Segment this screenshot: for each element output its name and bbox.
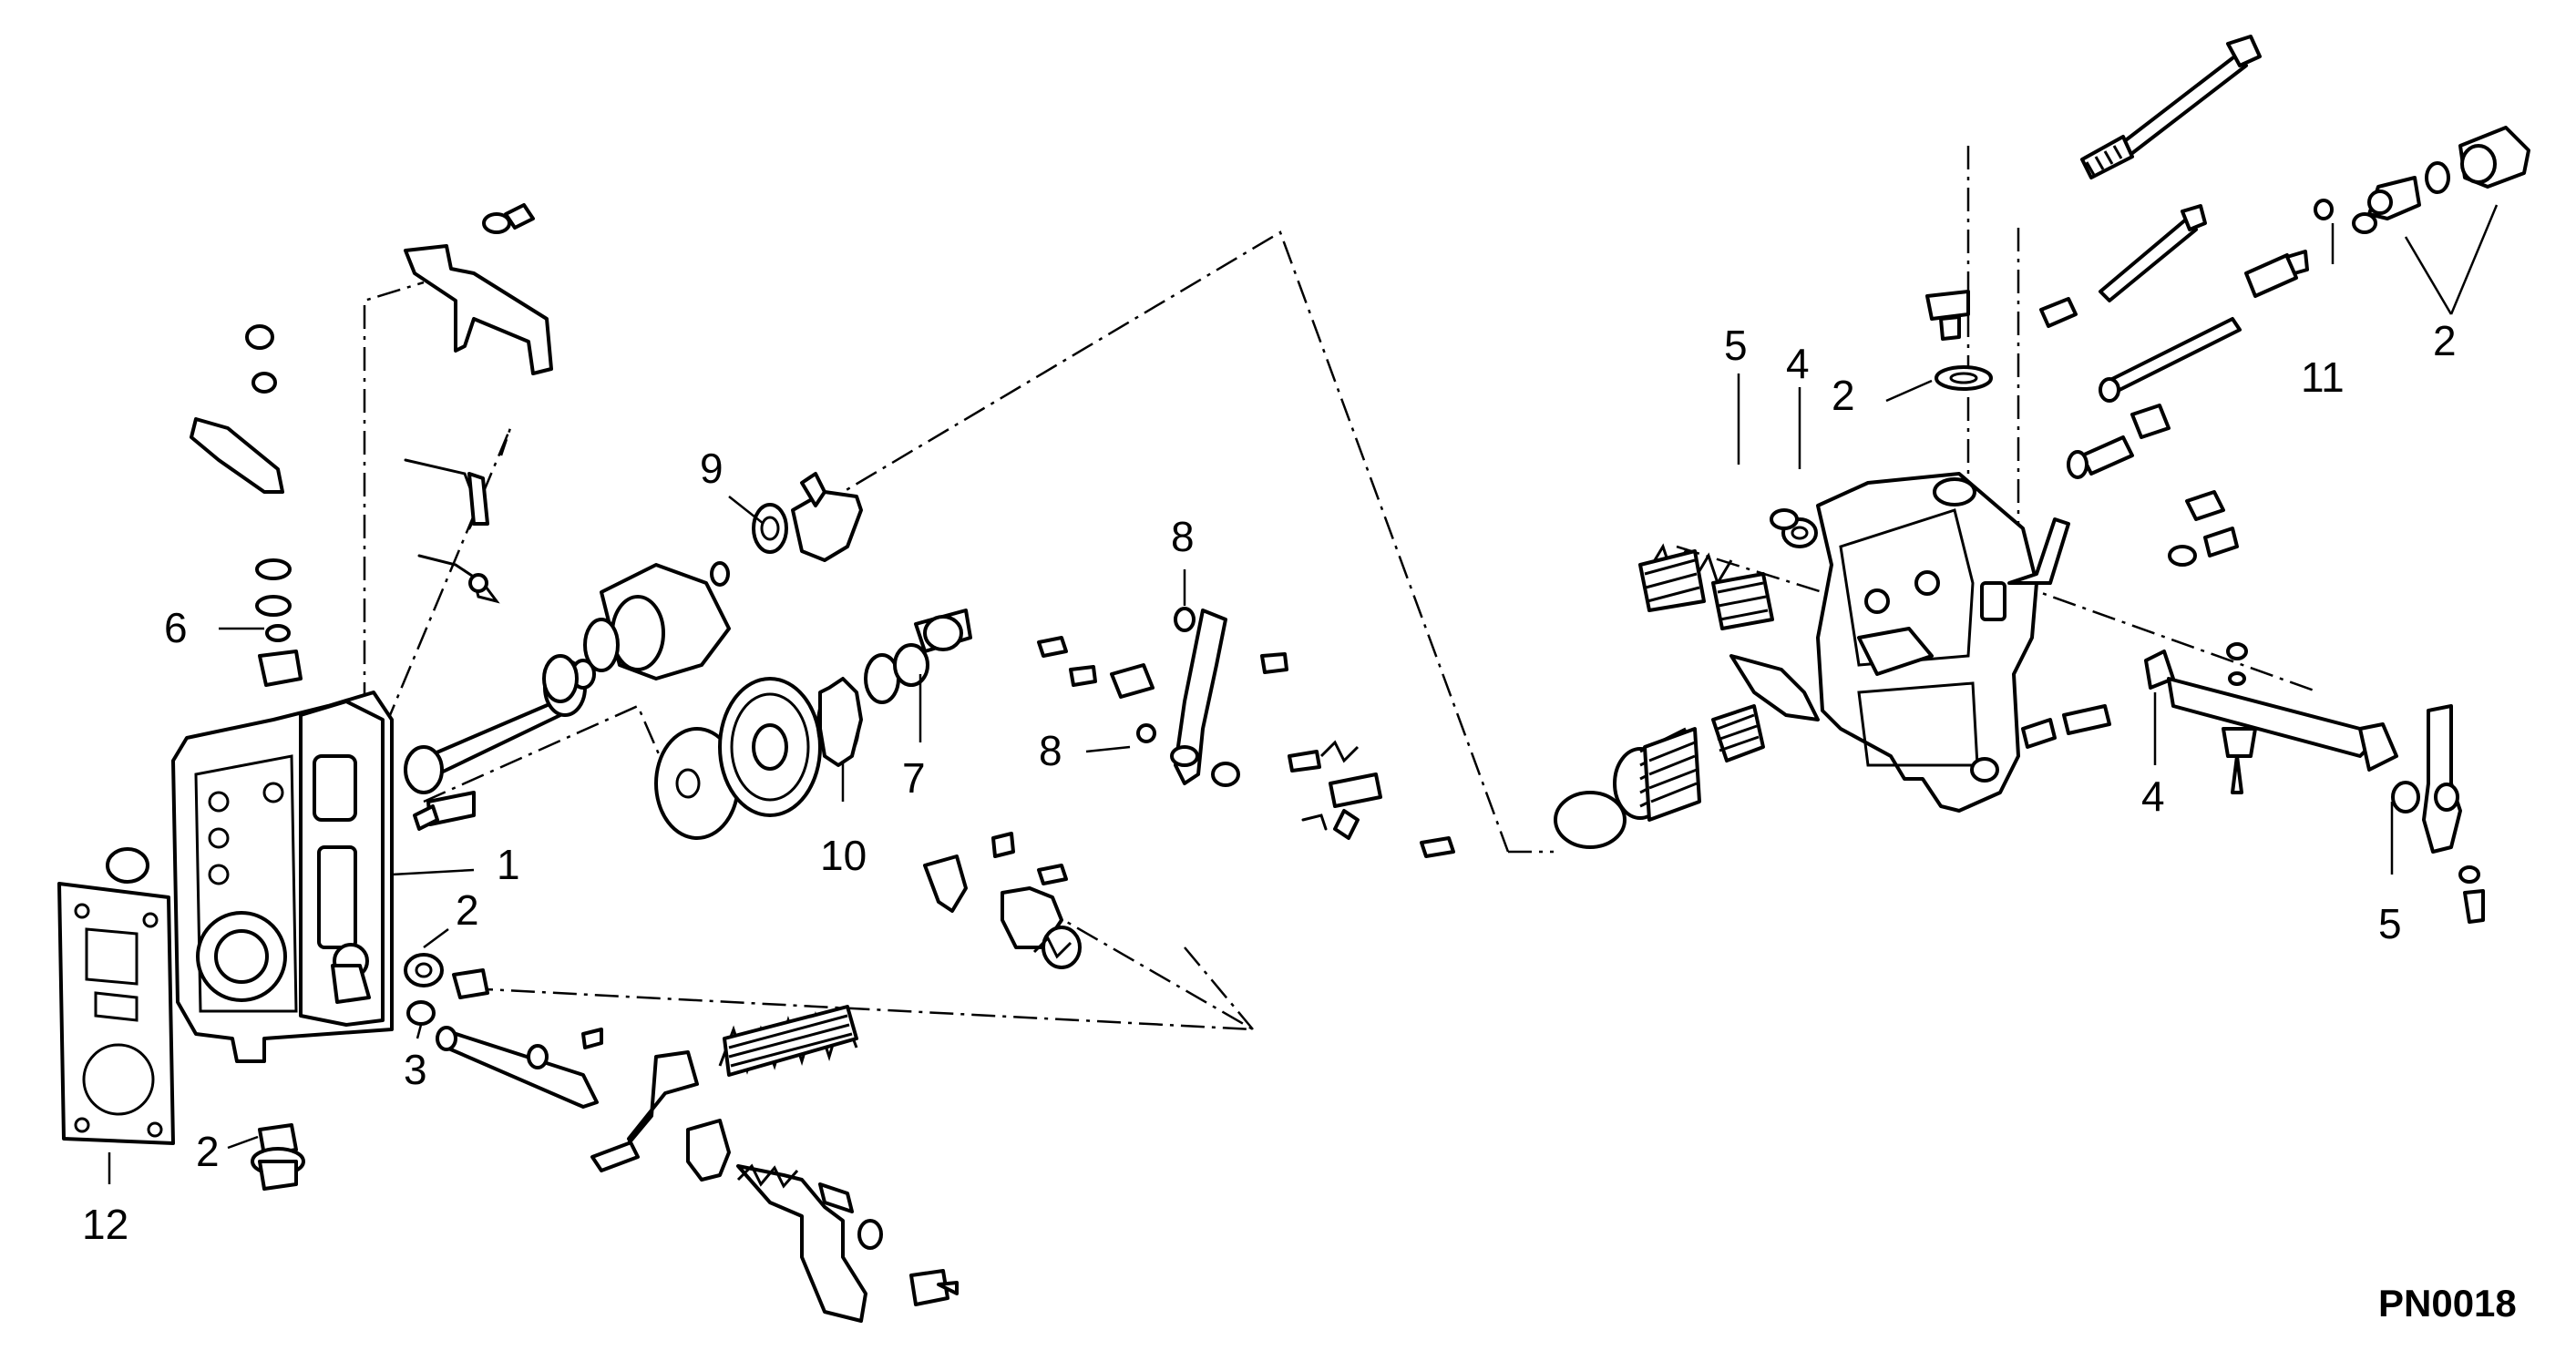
right-lower-parts	[1770, 290, 2485, 924]
callout-labels: 1 2 2 2 2 3 4 4 5 5 6 7 8 8 9 10 11 12 P…	[82, 317, 2517, 1325]
governor-weight-unit	[710, 472, 863, 587]
callout-5-lower: 5	[2378, 900, 2402, 947]
right-springs	[1554, 543, 1774, 849]
sleeves-right	[2314, 126, 2530, 234]
callout-8-upper: 8	[1171, 513, 1195, 560]
gear-train	[654, 609, 972, 840]
plug-stack-6	[255, 558, 303, 687]
callout-2-plug: 2	[196, 1128, 220, 1175]
leader-lines	[108, 204, 2499, 1184]
callout-1: 1	[497, 841, 520, 888]
callout-12: 12	[82, 1201, 128, 1248]
callout-3: 3	[404, 1046, 427, 1093]
callout-6: 6	[164, 604, 188, 651]
housing-bolts	[413, 791, 476, 831]
diagram-code: PN0018	[2378, 1282, 2517, 1325]
callout-7: 7	[902, 754, 926, 802]
coil-springs	[718, 740, 1360, 1189]
pump-housing-right	[1729, 472, 2070, 813]
callout-9: 9	[700, 445, 724, 492]
lower-lever-assembly	[436, 1026, 959, 1323]
callout-4-upper: 4	[1786, 340, 1810, 387]
top-bracket-parts	[190, 203, 553, 604]
callout-5-upper: 5	[1724, 322, 1748, 369]
callout-2-far-right: 2	[2433, 317, 2457, 364]
callout-10: 10	[820, 832, 867, 879]
drive-shaft-assembly	[404, 563, 731, 794]
callout-2-housing: 2	[456, 886, 479, 934]
callout-4-lower: 4	[2141, 772, 2165, 820]
callout-8-lower: 8	[1039, 727, 1062, 774]
callout-11: 11	[2301, 353, 2345, 401]
pump-housing-left	[171, 691, 394, 1063]
gasket-plate	[57, 847, 175, 1145]
callout-2-right-housing: 2	[1832, 372, 1855, 419]
washers-lower	[251, 953, 489, 1191]
upper-right-rods	[2039, 35, 2309, 479]
center-linkage	[923, 607, 1455, 969]
alignment-lines	[363, 146, 2320, 1031]
